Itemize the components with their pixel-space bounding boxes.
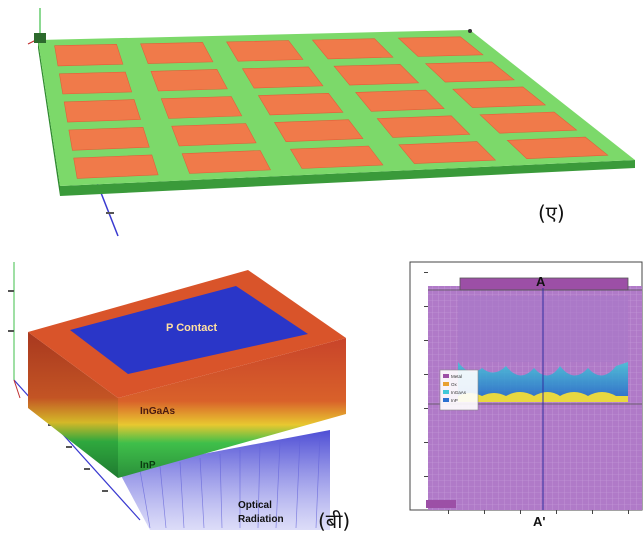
contact-pad <box>181 150 271 174</box>
label-optical: Optical <box>238 500 272 511</box>
corner-marker <box>34 33 46 43</box>
contact-pad <box>54 43 124 67</box>
legend-ox: Ox <box>451 382 458 387</box>
legend-swatch-metal <box>443 374 449 378</box>
device-left-face <box>28 332 118 478</box>
contact-pad <box>452 86 547 108</box>
p-contact-pad <box>70 286 308 374</box>
contact-pad <box>160 96 243 119</box>
panel-a-caption: (ए) <box>538 201 565 225</box>
contact-pad <box>273 119 364 143</box>
label-inp: InP <box>140 460 156 471</box>
contact-pad <box>506 136 609 160</box>
contact-pad <box>63 99 141 123</box>
contact-pad <box>171 123 257 147</box>
panel-c: A A' Metal Ox InGaAs InP <box>409 261 643 529</box>
bottom-contact <box>426 500 456 508</box>
label-ingaas: InGaAs <box>140 406 175 417</box>
label-p-contact: P Contact <box>166 322 217 334</box>
legend-metal: Metal <box>451 374 462 379</box>
contact-pad <box>226 40 304 62</box>
contact-pad <box>241 66 324 89</box>
cutline-label-top: A <box>536 274 546 289</box>
contact-pad <box>73 154 159 179</box>
contact-pad <box>424 61 515 83</box>
contact-pad <box>376 115 471 138</box>
cutline-label-bottom: A' <box>533 514 545 529</box>
label-radiation: Radiation <box>238 514 284 525</box>
contact-pad <box>355 89 445 112</box>
panel-a: (ए) <box>27 8 635 237</box>
contact-pad <box>479 111 578 134</box>
contact-pad <box>333 64 420 86</box>
contact-pad <box>150 69 228 92</box>
contact-pad <box>59 71 133 95</box>
radiation-streaks <box>139 433 321 529</box>
slab-front-edge <box>60 160 635 196</box>
legend-swatch-ox <box>443 382 449 386</box>
axis-x-line <box>13 379 21 399</box>
legend: Metal Ox InGaAs InP <box>439 369 479 411</box>
slab-left-edge <box>38 40 60 196</box>
corner-dot <box>468 29 472 33</box>
contact-pad <box>257 92 344 116</box>
contact-pad <box>289 145 384 169</box>
pad-array <box>54 36 609 179</box>
contact-pad <box>68 126 150 151</box>
device-front-face <box>118 338 346 478</box>
contact-pad <box>398 141 497 164</box>
legend-inp: InP <box>451 398 458 403</box>
plot-ticks <box>424 272 629 514</box>
legend-swatch-ingaas <box>443 390 449 394</box>
legend-swatch-inp <box>443 398 449 402</box>
legend-ingaas: InGaAs <box>451 390 467 395</box>
contact-pad <box>311 38 394 60</box>
contact-pad <box>397 36 484 57</box>
panel-b-caption: (बी) <box>318 509 350 533</box>
contact-pad <box>140 42 214 64</box>
panel-b: P Contact InGaAs InP Optical Radiation (… <box>8 262 350 533</box>
